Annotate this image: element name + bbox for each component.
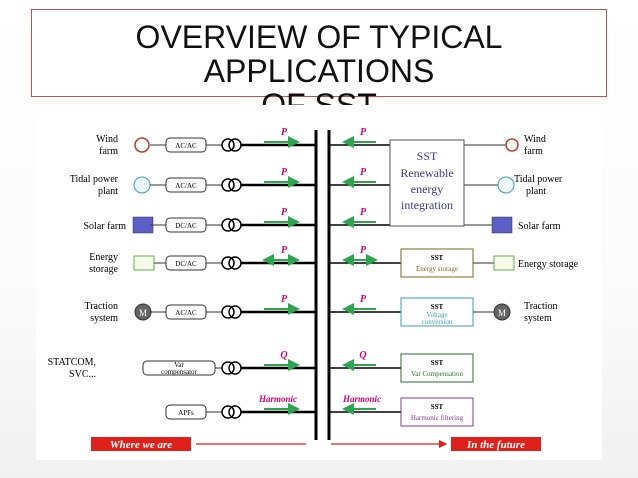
battery-icon bbox=[133, 255, 155, 271]
motor-icon-label: M bbox=[139, 308, 147, 318]
timeline-right-label-bg bbox=[451, 437, 541, 451]
left-source-label: SVC... bbox=[69, 369, 96, 380]
transformer-icon bbox=[221, 305, 235, 319]
wind-turbine-icon bbox=[505, 138, 519, 152]
right-sink-label: Solar farm bbox=[518, 221, 561, 232]
motor-icon bbox=[493, 303, 511, 321]
right-sink-label: Energy storage bbox=[518, 259, 579, 270]
solar-panel-icon bbox=[491, 216, 513, 234]
sst-box-label: Voltage bbox=[426, 311, 447, 319]
left-source-label: Energy bbox=[89, 252, 118, 263]
transformer-icon bbox=[228, 405, 242, 419]
sst-box-label: conversion bbox=[422, 318, 453, 326]
left-source-label: STATCOM, bbox=[48, 357, 96, 368]
sst-box-label: Energy storage bbox=[416, 265, 458, 273]
right-flow-label: P bbox=[360, 127, 367, 138]
sst-renewable-line-4: integration bbox=[401, 198, 453, 212]
left-flow-label: P bbox=[281, 167, 288, 178]
converter-label: AC/AC bbox=[175, 309, 197, 317]
sst-box-title: SST bbox=[431, 254, 444, 262]
timeline-left-label-bg bbox=[91, 437, 191, 451]
right-flow-label: P bbox=[360, 245, 367, 256]
converter-label: DC/AC bbox=[175, 260, 197, 268]
left-flow-label: P bbox=[281, 245, 288, 256]
timeline-left-label: Where we are bbox=[110, 439, 172, 451]
transformer-icon bbox=[228, 218, 242, 232]
transformer-icon bbox=[221, 256, 235, 270]
left-source-label: farm bbox=[99, 146, 118, 157]
right-sink-label: Traction bbox=[524, 301, 558, 312]
transformer-icon bbox=[228, 138, 242, 152]
sst-renewable-line-1: SST bbox=[417, 149, 438, 163]
left-flow-label: P bbox=[281, 207, 288, 218]
left-flow-label: Harmonic bbox=[258, 394, 297, 404]
converter-label: compensator bbox=[161, 368, 197, 376]
right-sink-label: Tidal power bbox=[514, 174, 563, 185]
battery-icon bbox=[493, 255, 515, 271]
sst-box-title: SST bbox=[431, 359, 444, 367]
wave-icon bbox=[497, 176, 515, 194]
left-source-label: Solar farm bbox=[84, 221, 127, 232]
right-sink-label: farm bbox=[524, 146, 543, 157]
right-flow-label: Harmonic bbox=[342, 394, 381, 404]
right-flow-label: P bbox=[360, 207, 367, 218]
converter-label: AC/AC bbox=[175, 182, 197, 190]
transformer-icon bbox=[221, 138, 235, 152]
sst-box-label: Harmonic filtering bbox=[411, 414, 464, 422]
right-sink-label: system bbox=[524, 313, 552, 324]
left-flow-label: P bbox=[281, 127, 288, 138]
left-source-label: storage bbox=[89, 264, 118, 275]
transformer-icon bbox=[221, 405, 235, 419]
transformer-icon bbox=[221, 361, 235, 375]
transformer-icon bbox=[221, 218, 235, 232]
sst-renewable-line-2: Renewable bbox=[400, 166, 453, 180]
right-flow-label: Q bbox=[359, 350, 366, 361]
slide-title: OVERVIEW OF TYPICAL APPLICATIONS OF SST bbox=[32, 20, 606, 122]
timeline-right-label: In the future bbox=[466, 439, 525, 451]
transformer-icon bbox=[228, 178, 242, 192]
sst-box-title: SST bbox=[431, 303, 444, 311]
wind-turbine-icon bbox=[134, 137, 150, 153]
transformer-icon bbox=[228, 361, 242, 375]
motor-icon-label: M bbox=[498, 308, 506, 318]
left-source-label: Wind bbox=[96, 134, 118, 145]
sst-box-label: Var Compensation bbox=[411, 370, 463, 378]
transformer-icon bbox=[221, 178, 235, 192]
transformer-icon bbox=[228, 305, 242, 319]
left-flow-label: P bbox=[281, 294, 288, 305]
converter-label: AC/AC bbox=[175, 142, 197, 150]
right-sink-label: Wind bbox=[524, 134, 546, 145]
title-box: OVERVIEW OF TYPICAL APPLICATIONS OF SST bbox=[31, 9, 607, 122]
left-source-label: Traction bbox=[84, 301, 118, 312]
right-sink-label: plant bbox=[526, 186, 546, 197]
right-flow-label: P bbox=[360, 294, 367, 305]
left-flow-label: Q bbox=[280, 350, 287, 361]
sst-box bbox=[400, 397, 474, 427]
left-source-label: Tidal power bbox=[70, 174, 119, 185]
right-flow-label: P bbox=[360, 167, 367, 178]
sst-box bbox=[400, 353, 474, 383]
converter-label: DC/AC bbox=[175, 222, 197, 230]
sst-box-title: SST bbox=[431, 403, 444, 411]
title-line-1: OVERVIEW OF TYPICAL APPLICATIONS bbox=[135, 19, 503, 89]
sst-box bbox=[400, 248, 474, 278]
sst-renewable-box bbox=[389, 139, 465, 227]
converter-label: Var bbox=[174, 361, 184, 369]
left-source-label: plant bbox=[98, 186, 118, 197]
wave-icon bbox=[133, 176, 151, 194]
transformer-icon bbox=[228, 256, 242, 270]
converter-label: APFs bbox=[178, 409, 194, 417]
left-source-label: system bbox=[90, 313, 118, 324]
sst-renewable-line-3: energy bbox=[411, 182, 443, 196]
